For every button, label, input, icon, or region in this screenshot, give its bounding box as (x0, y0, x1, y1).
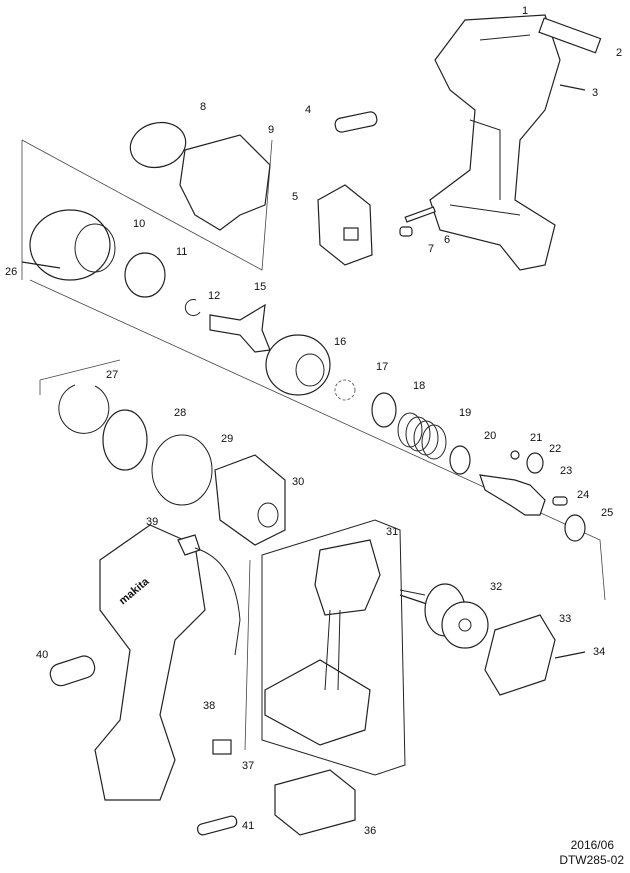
part-label-32: 32 (490, 581, 502, 593)
steel-ball-17 (334, 379, 356, 401)
spring-19 (397, 412, 447, 460)
cap-40 (49, 655, 96, 687)
part-label-36: 36 (364, 825, 376, 837)
part-label-22: 22 (549, 443, 561, 455)
part-label-4: 4 (305, 104, 311, 116)
cap-7 (399, 226, 413, 237)
housing-set-right (429, 14, 561, 271)
part-label-29: 29 (221, 433, 233, 445)
gear-22 (526, 452, 544, 474)
part-label-15: 15 (254, 281, 266, 293)
assembly-guide-lines (21, 139, 606, 751)
part-label-41: 41 (242, 820, 254, 832)
housing-set-left-38 (94, 524, 206, 801)
part-label-27: 27 (106, 369, 118, 381)
part-label-10: 10 (133, 218, 145, 230)
part-label-7: 7 (428, 243, 434, 255)
part-label-6: 6 (444, 234, 450, 246)
o-ring-29 (151, 434, 213, 506)
part-label-40: 40 (36, 649, 48, 661)
part-label-28: 28 (174, 407, 186, 419)
gear-housing-30 (214, 454, 286, 546)
retaining-ring-12 (184, 299, 201, 316)
screw-34 (554, 651, 586, 659)
part-label-21: 21 (530, 432, 542, 444)
part-label-23: 23 (560, 465, 572, 477)
model-code: DTW285-02 (559, 853, 624, 867)
ring-spring-27 (58, 384, 110, 434)
part-label-2: 2 (616, 47, 622, 59)
stator-board (264, 659, 371, 746)
part-label-19: 19 (459, 407, 471, 419)
switch-button (343, 227, 359, 241)
steel-ball-21 (510, 450, 520, 460)
part-label-18: 18 (413, 380, 425, 392)
name-plate (538, 17, 602, 54)
stator-assembly-frame (261, 519, 406, 776)
part-label-39: 39 (146, 516, 158, 528)
flat-washer-20 (449, 445, 471, 475)
part-label-26: 26 (5, 266, 17, 278)
switch-5 (317, 184, 373, 266)
pin-24 (552, 496, 568, 506)
part-label-9: 9 (268, 124, 274, 136)
part-label-25: 25 (601, 507, 613, 519)
washer-18 (371, 392, 397, 428)
part-label-12: 12 (208, 290, 220, 302)
screw-3 (559, 84, 586, 91)
internal-gear-28 (102, 409, 148, 471)
part-label-30: 30 (292, 476, 304, 488)
o-ring-25 (564, 514, 586, 542)
part-label-34: 34 (593, 646, 605, 658)
hammer-case-cover-9 (179, 134, 271, 231)
rod-41 (196, 815, 238, 836)
part-label-8: 8 (200, 101, 206, 113)
revision-date: 2016/06 (570, 838, 614, 852)
screw-26 (21, 261, 61, 269)
pin-6 (404, 206, 436, 223)
switch-rod-4 (334, 111, 378, 133)
part-label-33: 33 (559, 613, 571, 625)
part-label-11: 11 (176, 246, 187, 258)
hammer-16 (265, 334, 331, 396)
lens-37 (212, 739, 232, 755)
anvil-15 (209, 303, 271, 353)
part-label-38: 38 (203, 700, 215, 712)
part-label-5: 5 (292, 191, 298, 203)
terminal-36 (274, 769, 356, 836)
part-label-37: 37 (242, 760, 254, 772)
rear-cover-33 (484, 614, 556, 696)
bumper-8 (129, 121, 187, 169)
ring-11 (124, 252, 166, 298)
part-label-24: 24 (577, 489, 589, 501)
stator-31 (314, 539, 381, 616)
part-label-1: 1 (522, 5, 528, 17)
part-label-20: 20 (484, 430, 496, 442)
hammer-case-10 (29, 209, 111, 281)
part-label-31: 31 (386, 526, 398, 538)
part-label-3: 3 (592, 87, 598, 99)
part-label-16: 16 (334, 336, 346, 348)
part-label-17: 17 (376, 361, 388, 373)
rotor-32 (399, 583, 489, 649)
spindle-23 (479, 474, 546, 516)
